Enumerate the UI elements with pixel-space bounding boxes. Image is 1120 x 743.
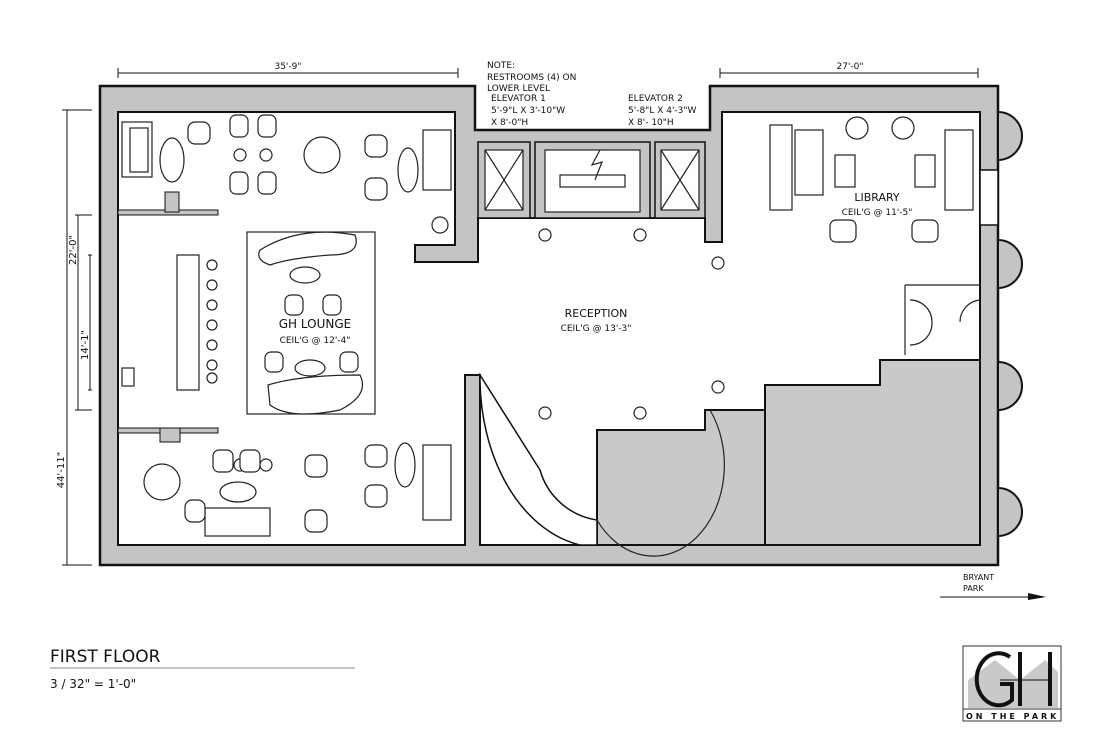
- direction-label: BRYANT PARK: [963, 573, 994, 593]
- svg-text:NOTE:: NOTE:: [487, 61, 515, 71]
- svg-text:BRYANT: BRYANT: [963, 573, 994, 582]
- note: NOTE: RESTROOMS (4) ON LOWER LEVEL: [487, 61, 576, 94]
- svg-text:ELEVATOR 1: ELEVATOR 1: [491, 94, 546, 104]
- room-name-reception: RECEPTION: [565, 307, 628, 320]
- svg-text:X 8'- 10"H: X 8'- 10"H: [628, 118, 674, 128]
- dimension-right-width: 27'-0": [836, 62, 863, 72]
- armchairs: [184, 114, 939, 533]
- arrow-right-icon: [1028, 593, 1046, 600]
- dimension-lines: [50, 68, 1030, 669]
- svg-text:X 8'-0"H: X 8'-0"H: [491, 118, 528, 128]
- dimension-overall-depth: 44'-11": [56, 452, 67, 488]
- columns: [538, 228, 725, 420]
- room-name-lounge: GH LOUNGE: [279, 317, 351, 331]
- svg-text:ON THE PARK: ON THE PARK: [966, 712, 1059, 721]
- svg-text:PARK: PARK: [963, 584, 984, 593]
- svg-text:ELEVATOR 2: ELEVATOR 2: [628, 94, 683, 104]
- svg-text:LOWER LEVEL: LOWER LEVEL: [487, 84, 550, 94]
- room-ceiling-library: CEIL'G @ 11'-5": [842, 208, 913, 218]
- elevator-2-label: ELEVATOR 2 5'-8"L X 4'-3"W X 8'- 10"H: [628, 94, 697, 128]
- scale-label: 3 / 32" = 1'-0": [50, 677, 136, 691]
- gh-on-the-park-logo: ON THE PARK: [962, 645, 1062, 722]
- room-ceiling-lounge: CEIL'G @ 12'-4": [280, 336, 351, 346]
- room-ceiling-reception: CEIL'G @ 13'-3": [561, 324, 632, 334]
- room-name-library: LIBRARY: [854, 191, 900, 204]
- dimension-lounge-depth: 22'-0": [68, 235, 79, 265]
- logo-gh-lettering: [974, 651, 1052, 708]
- svg-text:5'-8"L X 4'-3"W: 5'-8"L X 4'-3"W: [628, 106, 697, 116]
- svg-text:5'-9"L X 3'-10"W: 5'-9"L X 3'-10"W: [491, 106, 565, 116]
- elevator-shafts: [477, 141, 706, 219]
- dimension-bar-length: 14'-1": [80, 330, 91, 360]
- floor-title: FIRST FLOOR: [50, 647, 161, 667]
- dimension-left-width: 35'-9": [274, 62, 301, 72]
- furniture: [121, 114, 981, 537]
- svg-text:RESTROOMS (4) ON: RESTROOMS (4) ON: [487, 73, 576, 83]
- elevator-1-label: ELEVATOR 1 5'-9"L X 3'-10"W X 8'-0"H: [491, 94, 565, 128]
